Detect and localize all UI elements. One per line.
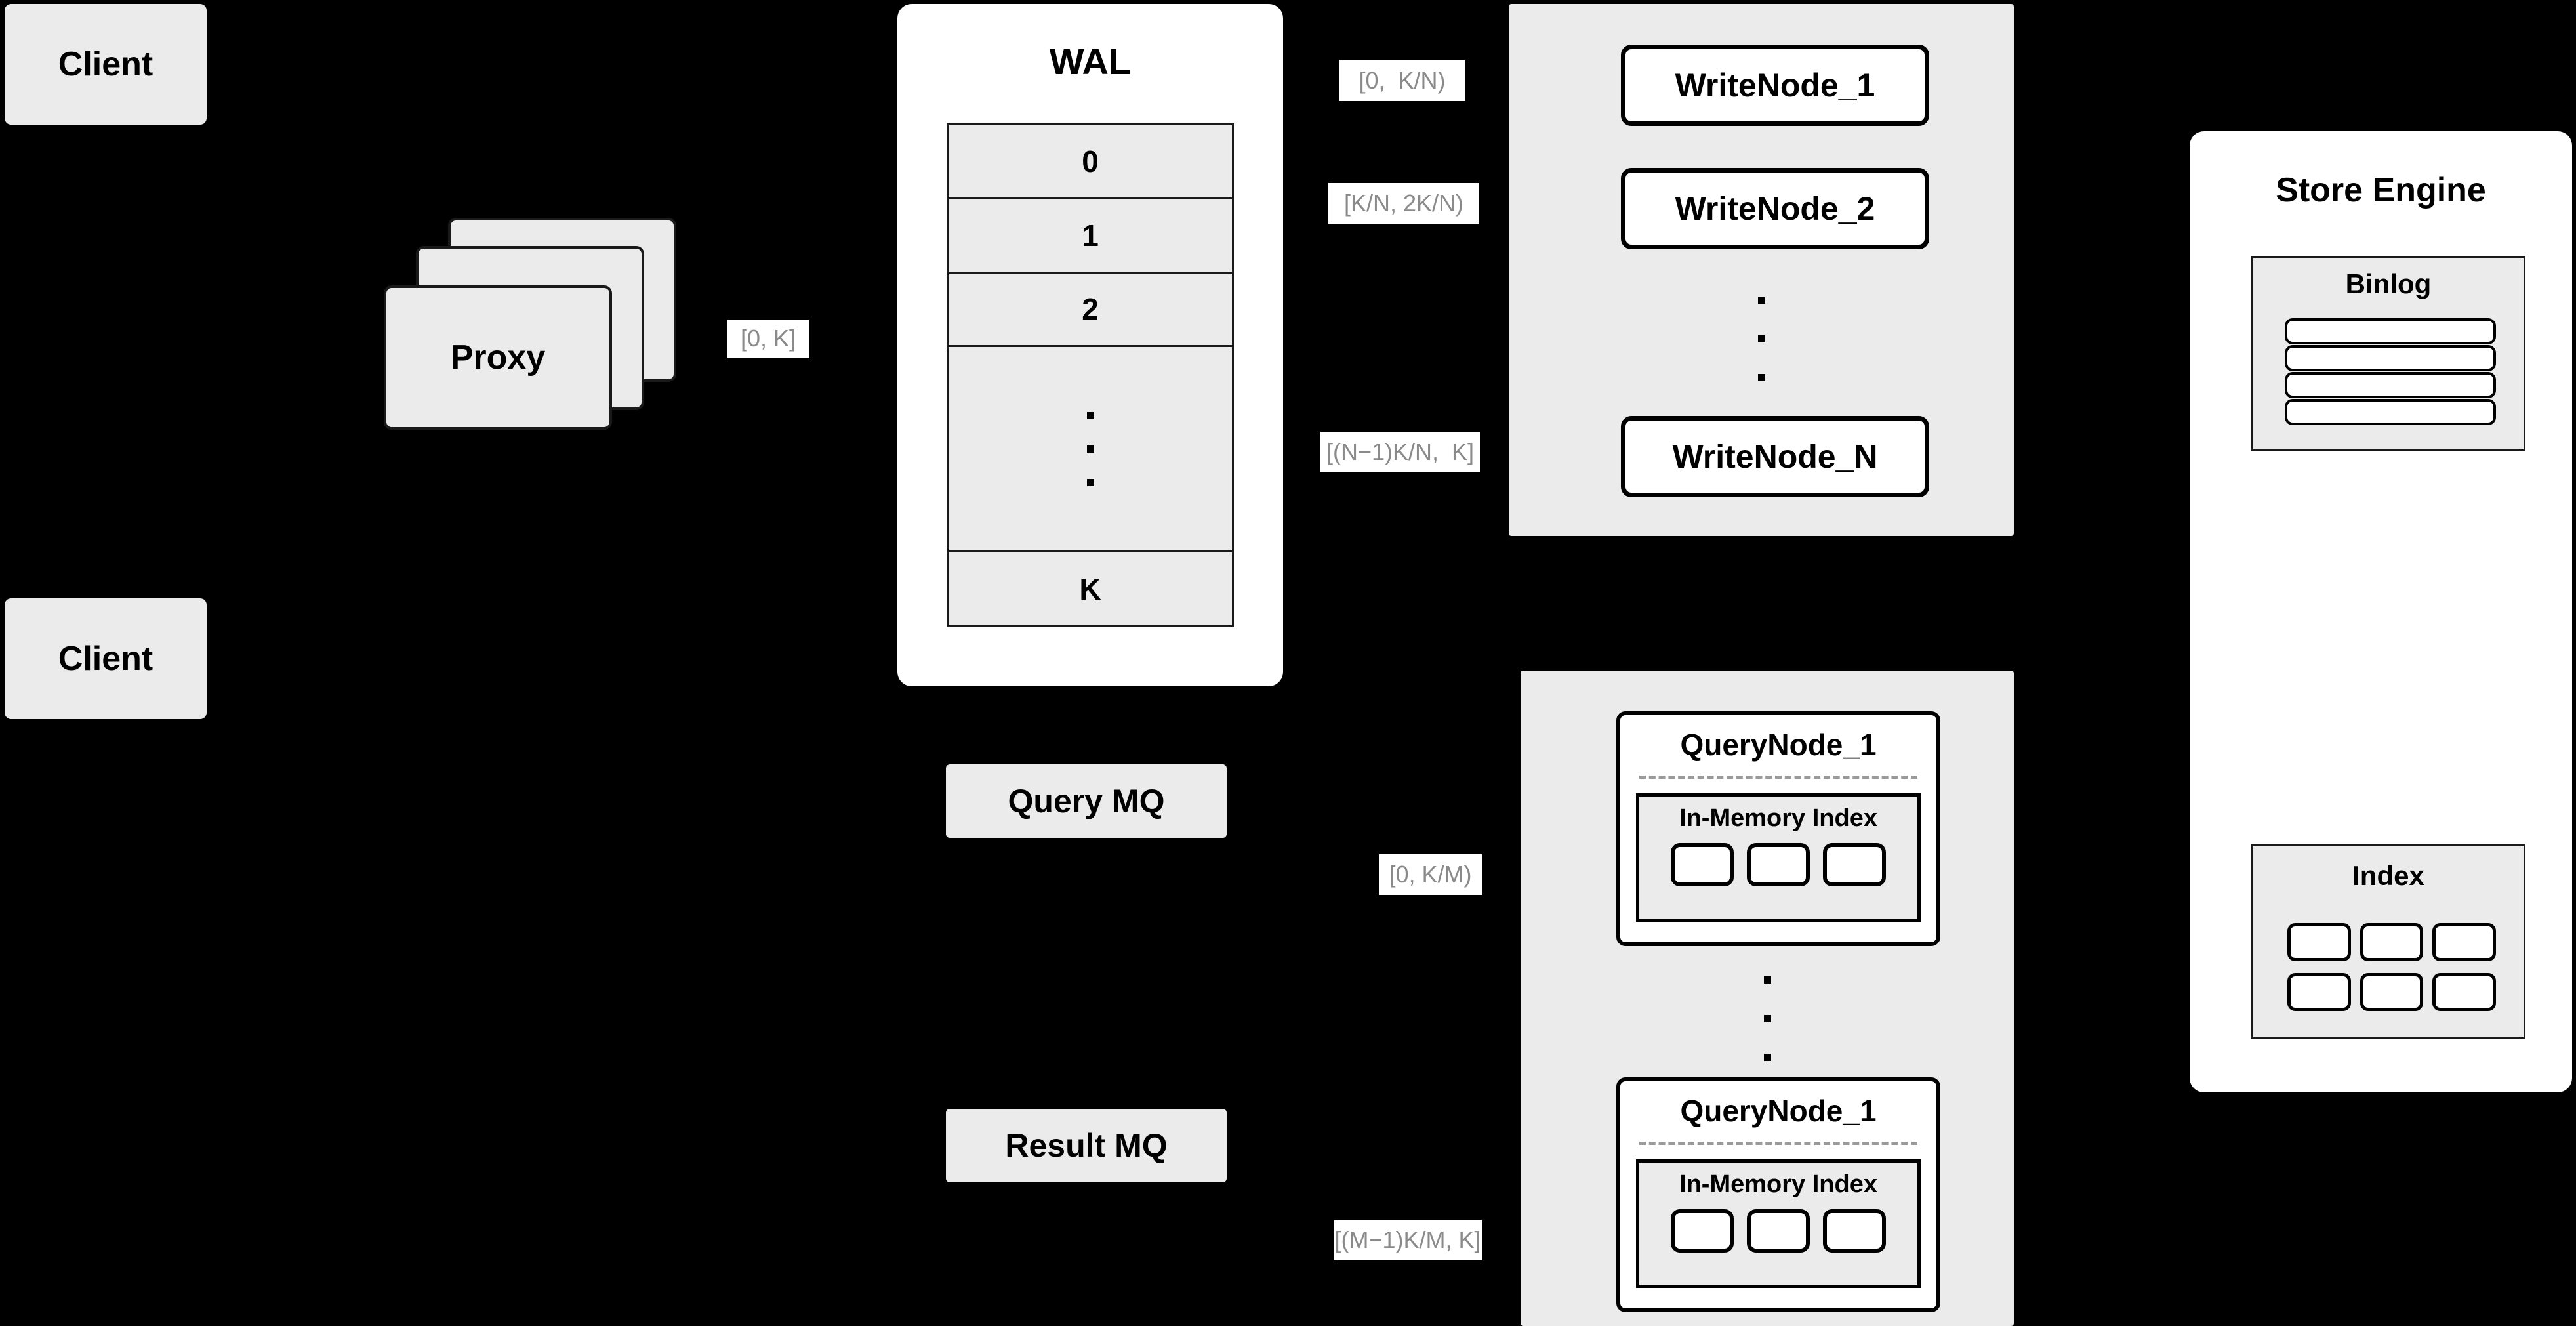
querynode-m-inmemory-index: In-Memory Index (1635, 1159, 1921, 1288)
store-engine-title: Store Engine (2276, 171, 2486, 209)
client-box-1[interactable]: Client (5, 4, 207, 125)
proxy-card-front[interactable]: Proxy (384, 285, 612, 430)
querynode-1-index-cells (1671, 843, 1886, 886)
writenode-n-label: WriteNode_N (1672, 438, 1878, 475)
mem-cell[interactable] (1671, 843, 1734, 886)
writenode-n-range-text: [(N−1)K/N, K] (1326, 438, 1475, 465)
proxy-range-text: [0, K] (740, 325, 796, 352)
index-title: Index (2352, 860, 2424, 891)
querynode-1-range-label: [0, K/M) (1379, 854, 1482, 895)
writenode-n-range-label: [(N−1)K/N, K] (1320, 432, 1480, 472)
querynode-m-index-title: In-Memory Index (1679, 1171, 1877, 1198)
binlog-row[interactable] (2285, 372, 2496, 398)
client-label-2: Client (58, 640, 153, 678)
result-mq-label: Result MQ (1005, 1127, 1168, 1164)
wal-table: 0 1 2 K (947, 123, 1234, 627)
writenode-2[interactable]: WriteNode_2 (1621, 168, 1929, 249)
binlog-panel: Binlog (2251, 256, 2525, 451)
querynode-1-index-title: In-Memory Index (1679, 804, 1877, 832)
index-cell[interactable] (2360, 973, 2424, 1011)
writenode-n[interactable]: WriteNode_N (1621, 416, 1929, 497)
mem-cell[interactable] (1823, 843, 1886, 886)
query-cluster-panel: QueryNode_1 In-Memory Index QueryNode_1 … (1521, 671, 2014, 1326)
index-cell[interactable] (2360, 923, 2424, 961)
query-cluster-vertical-dots (1521, 959, 2014, 1077)
writenode-1-label: WriteNode_1 (1675, 67, 1875, 104)
binlog-row[interactable] (2285, 345, 2496, 371)
mem-cell[interactable] (1747, 1209, 1810, 1253)
wal-row-1[interactable]: 1 (949, 199, 1232, 274)
index-cell[interactable] (2287, 923, 2351, 961)
mem-cell[interactable] (1823, 1209, 1886, 1253)
result-mq-box[interactable]: Result MQ (946, 1109, 1227, 1182)
index-grid (2287, 923, 2496, 1011)
wal-row-ellipsis (949, 347, 1232, 553)
mem-cell[interactable] (1671, 1209, 1734, 1253)
store-engine-panel: Store Engine Binlog Index (2190, 131, 2572, 1092)
writenode-1-range-label: [0, K/N) (1339, 60, 1465, 101)
writenode-2-label: WriteNode_2 (1675, 190, 1875, 227)
client-box-2[interactable]: Client (5, 598, 207, 719)
wal-vertical-dots (1086, 411, 1094, 486)
querynode-1[interactable]: QueryNode_1 In-Memory Index (1616, 711, 1940, 946)
wal-panel: WAL 0 1 2 K (897, 4, 1283, 686)
writenode-1-range-text: [0, K/N) (1359, 67, 1446, 94)
wal-title: WAL (1049, 41, 1132, 82)
querynode-1-divider (1639, 776, 1918, 779)
query-mq-label: Query MQ (1008, 783, 1165, 819)
binlog-row[interactable] (2285, 399, 2496, 425)
index-cell[interactable] (2287, 973, 2351, 1011)
index-cell[interactable] (2432, 923, 2496, 961)
index-cell[interactable] (2432, 973, 2496, 1011)
binlog-row[interactable] (2285, 318, 2496, 344)
querynode-1-range-text: [0, K/M) (1389, 861, 1472, 888)
writenode-2-range-text: [K/N, 2K/N) (1343, 190, 1464, 217)
binlog-title: Binlog (2345, 268, 2432, 299)
querynode-m-label: QueryNode_1 (1680, 1094, 1877, 1128)
wal-row-0[interactable]: 0 (949, 125, 1232, 199)
query-mq-box[interactable]: Query MQ (946, 764, 1227, 838)
client-label-1: Client (58, 45, 153, 83)
write-cluster-vertical-dots (1509, 273, 2014, 404)
writenode-2-range-label: [K/N, 2K/N) (1328, 183, 1479, 224)
querynode-m-index-cells (1671, 1209, 1886, 1253)
proxy-range-label: [0, K] (727, 320, 809, 358)
querynode-m[interactable]: QueryNode_1 In-Memory Index (1616, 1077, 1940, 1312)
index-panel: Index (2251, 844, 2525, 1039)
wal-row-k[interactable]: K (949, 552, 1232, 625)
binlog-rows (2285, 318, 2496, 425)
proxy-label: Proxy (450, 339, 546, 377)
querynode-m-range-text: [(M−1)K/M, K] (1334, 1226, 1481, 1253)
querynode-1-label: QueryNode_1 (1680, 728, 1877, 762)
querynode-m-range-label: [(M−1)K/M, K] (1334, 1220, 1482, 1260)
wal-row-2[interactable]: 2 (949, 273, 1232, 348)
mem-cell[interactable] (1747, 843, 1810, 886)
write-cluster-panel: WriteNode_1 WriteNode_2 WriteNode_N (1509, 4, 2014, 536)
querynode-m-divider (1639, 1142, 1918, 1145)
writenode-1[interactable]: WriteNode_1 (1621, 45, 1929, 126)
querynode-1-inmemory-index: In-Memory Index (1635, 793, 1921, 922)
